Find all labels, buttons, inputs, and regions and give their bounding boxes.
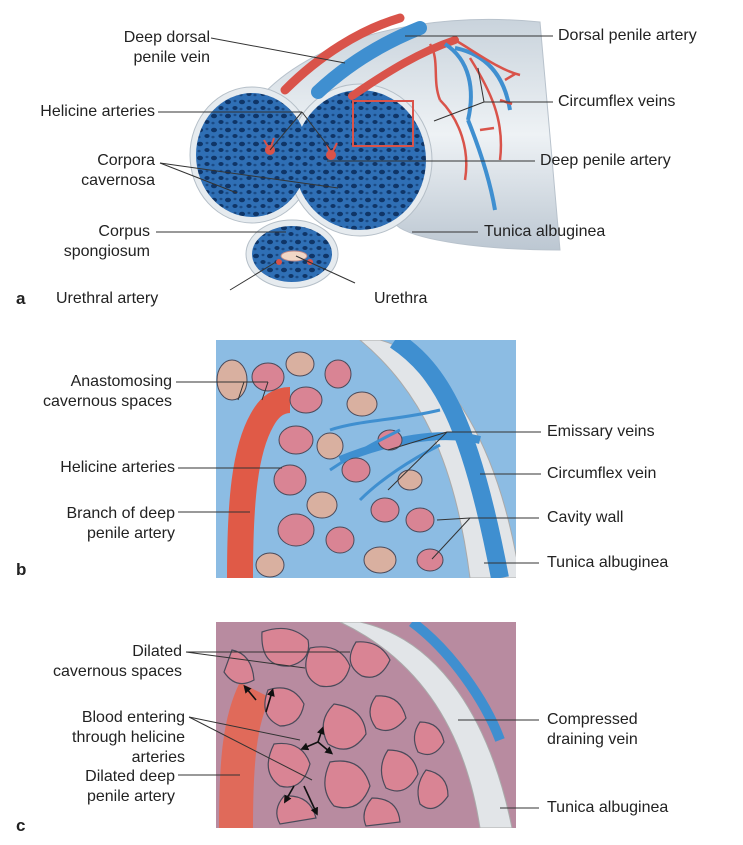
label-branch-deep-artery: Branch of deep penile artery — [20, 504, 175, 544]
label-urethra: Urethra — [374, 289, 427, 309]
label-circumflex-veins: Circumflex veins — [558, 92, 675, 112]
label-blood-entering: Blood entering through helicine arteries — [20, 708, 185, 768]
label-anastomosing-spaces: Anastomosing cavernous spaces — [20, 372, 172, 412]
label-emissary-veins: Emissary veins — [547, 422, 655, 442]
label-tunica-albuginea-b: Tunica albuginea — [547, 553, 668, 573]
panel-letter-a: a — [16, 289, 25, 309]
panel-a-illustration — [190, 18, 560, 288]
label-dilated-spaces: Dilated cavernous spaces — [20, 642, 182, 682]
label-tunica-albuginea-a: Tunica albuginea — [484, 222, 605, 242]
label-corpus-spongiosum: Corpus spongiosum — [40, 222, 150, 262]
label-compressed-vein: Compressed draining vein — [547, 710, 638, 750]
label-dorsal-artery: Dorsal penile artery — [558, 26, 697, 46]
urethral-artery-dot — [276, 259, 282, 265]
panel-c-illustration — [216, 622, 516, 828]
panel-letter-b: b — [16, 560, 26, 580]
label-helicine-arteries-a: Helicine arteries — [0, 102, 155, 122]
label-helicine-arteries-b: Helicine arteries — [20, 458, 175, 478]
label-deep-penile-artery: Deep penile artery — [540, 151, 671, 171]
label-cavity-wall: Cavity wall — [547, 508, 623, 528]
dilated-artery-c — [236, 690, 255, 828]
label-deep-dorsal-vein: Deep dorsal penile vein — [60, 28, 210, 68]
label-corpora-cavernosa: Corpora cavernosa — [40, 151, 155, 191]
label-urethral-artery: Urethral artery — [56, 289, 158, 309]
label-dilated-deep-artery: Dilated deep penile artery — [20, 767, 175, 807]
panel-letter-c: c — [16, 816, 25, 836]
label-tunica-albuginea-c: Tunica albuginea — [547, 798, 668, 818]
label-circumflex-vein: Circumflex vein — [547, 464, 656, 484]
corpus-cavernosum-right — [294, 90, 426, 230]
panel-b-illustration — [216, 340, 520, 578]
